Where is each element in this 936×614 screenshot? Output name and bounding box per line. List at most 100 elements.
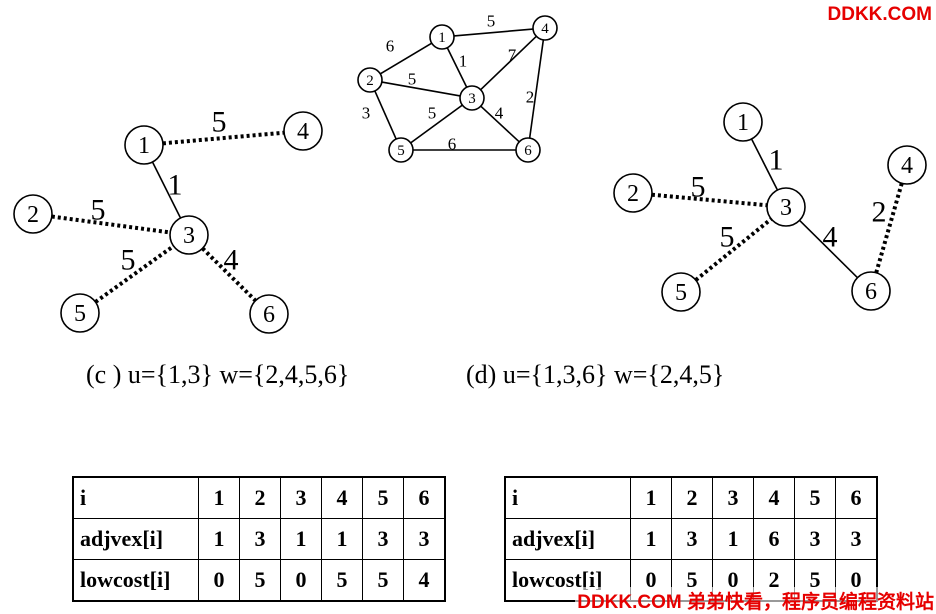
row-label: adjvex[i]: [72, 518, 199, 560]
vertex-label: 3: [780, 195, 792, 221]
vertex-label: 6: [524, 143, 532, 159]
vertex-label: 6: [263, 302, 275, 328]
table-cell: 3: [712, 476, 754, 519]
table-cell: 4: [321, 476, 363, 519]
vertex-label: 1: [438, 30, 446, 46]
edge-weight-label: 2: [872, 196, 887, 229]
tree-edge: [480, 105, 520, 143]
vertex-circle: [388, 137, 414, 163]
edge-weight-label: 4: [224, 244, 239, 277]
vertex-circle: [13, 194, 53, 234]
edge-weight-label: 4: [495, 104, 504, 123]
vertex-label: 4: [541, 21, 549, 37]
tree-edge: [750, 138, 779, 191]
tree-edge: [374, 90, 397, 140]
vertex-circle: [124, 125, 164, 165]
vertex-label: 1: [737, 110, 749, 136]
tree-edge: [453, 28, 534, 37]
table-cell: 1: [712, 518, 754, 560]
table-cell: 1: [630, 476, 672, 519]
table-cell: 6: [403, 476, 446, 519]
table-cell: 5: [794, 476, 836, 519]
vertex-label: 5: [675, 280, 687, 306]
table-cell: 0: [280, 559, 322, 602]
row-label: lowcost[i]: [72, 559, 199, 602]
edge-weight-label: 4: [823, 221, 838, 254]
table-cell: 3: [794, 518, 836, 560]
candidate-edge: [694, 217, 773, 282]
vertex-circle: [169, 215, 209, 255]
tree-edge: [798, 219, 859, 279]
vertex-label: 4: [297, 119, 309, 145]
caption-c: (c ) u={1,3} w={2,4,5,6}: [86, 360, 350, 389]
table-cell: 3: [671, 518, 713, 560]
vertex-circle: [851, 271, 891, 311]
vertex-label: 2: [27, 202, 39, 228]
vertex-label: 5: [74, 301, 86, 327]
table-cell: 3: [362, 518, 404, 560]
tree-edge: [480, 35, 537, 91]
edge-weight-label: 5: [428, 104, 437, 123]
vertex-label: 3: [183, 223, 195, 249]
vertex-circle: [283, 111, 323, 151]
vertex-circle: [532, 15, 558, 41]
vertex-label: 3: [468, 91, 476, 107]
vertex-circle: [723, 102, 763, 142]
table-cell: 3: [835, 518, 878, 560]
vertex-label: 6: [865, 279, 877, 305]
vertex-label: 2: [627, 181, 639, 207]
edge-weight-label: 1: [459, 52, 468, 71]
caption-d: (d) u={1,3,6} w={2,4,5}: [466, 360, 725, 389]
vertex-circle: [766, 187, 806, 227]
candidate-edge: [162, 130, 285, 146]
edge-weight-label: 5: [121, 244, 136, 277]
vertex-circle: [429, 24, 455, 50]
edge-weight-label: 1: [769, 144, 784, 177]
edge-weight-label: 6: [386, 37, 395, 56]
table-cell: 5: [239, 559, 281, 602]
vertex-circle: [887, 145, 927, 185]
watermark-banner: DDKK.COM 弟弟快看，程序员编程资料站: [575, 587, 936, 614]
candidate-edge: [201, 246, 257, 303]
table-cell: 0: [198, 559, 240, 602]
table-cell: 5: [362, 476, 404, 519]
table-cell: 5: [321, 559, 363, 602]
table-cell: 6: [753, 518, 795, 560]
vertex-circle: [515, 137, 541, 163]
vertex-circle: [613, 173, 653, 213]
edge-weight-label: 5: [487, 12, 496, 31]
candidate-edge: [51, 214, 171, 235]
table-cell: 5: [362, 559, 404, 602]
edge-weight-label: 5: [408, 70, 417, 89]
candidate-edge: [651, 192, 768, 208]
edge-weight-label: 5: [91, 194, 106, 227]
tree-edge: [410, 104, 463, 144]
vertex-circle: [459, 85, 485, 111]
watermark-logo: DDKK.COM: [827, 4, 933, 25]
table-cell: 2: [239, 476, 281, 519]
table-cell: 1: [198, 518, 240, 560]
candidate-edge: [94, 244, 175, 304]
vertex-circle: [60, 293, 100, 333]
vertex-label: 2: [366, 73, 374, 89]
table-cell: 1: [280, 518, 322, 560]
tree-edge: [151, 161, 182, 219]
edge-weight-label: 3: [362, 104, 371, 123]
tree-edge: [381, 81, 461, 97]
edge-weight-label: 5: [720, 221, 735, 254]
vertex-label: 1: [138, 133, 150, 159]
table-cell: 1: [321, 518, 363, 560]
table-cell: 1: [198, 476, 240, 519]
table-cell: 2: [671, 476, 713, 519]
tree-edge: [528, 39, 545, 139]
row-label: i: [72, 476, 199, 519]
vertex-circle: [661, 272, 701, 312]
edge-weight-label: 6: [448, 135, 457, 154]
edge-weight-label: 5: [691, 171, 706, 204]
